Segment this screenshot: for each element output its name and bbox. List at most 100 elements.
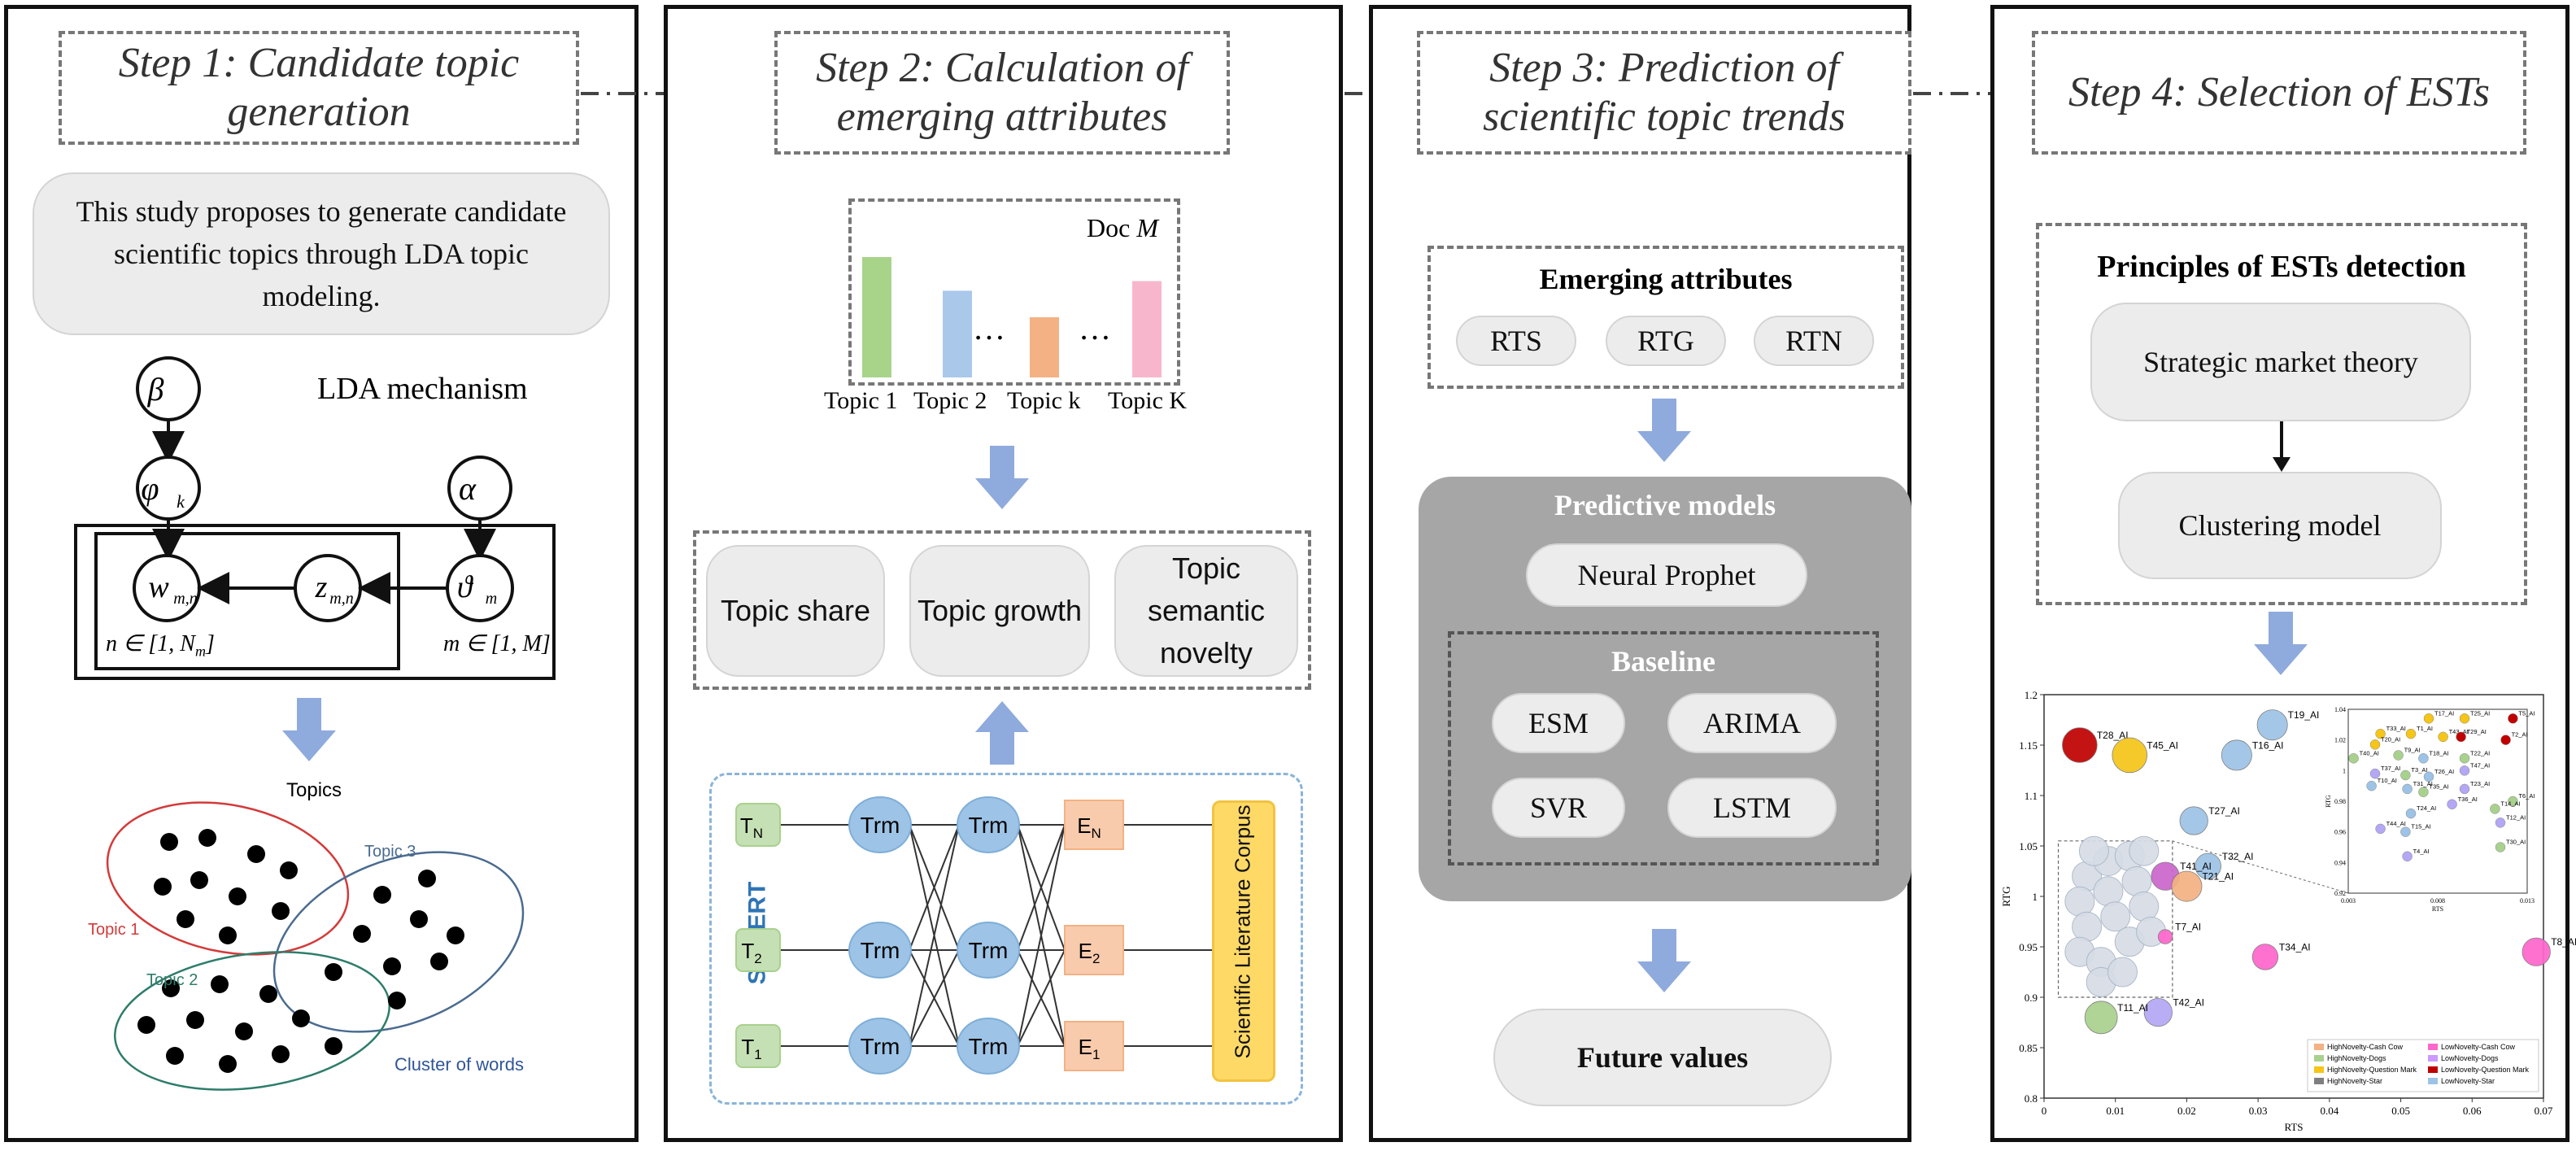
topic2-words	[137, 975, 342, 1073]
inset-point-label-T29_AI: T29_AI	[2467, 728, 2487, 735]
point-label-T11_AI: T11_AI	[2117, 1002, 2148, 1014]
principles-title: Principles of ESTs detection	[2097, 250, 2466, 284]
point-T7_AI	[2157, 929, 2173, 944]
inset-y-label: RTG	[2325, 795, 2332, 808]
topic-novelty-pill: Topic semantic novelty	[1114, 545, 1298, 677]
svg-text:ϑ⃗: ϑ⃗	[457, 570, 496, 604]
inset-point-T15_AI	[2400, 826, 2411, 837]
inset-point-label-T44_AI: T44_AI	[2386, 820, 2406, 827]
inset-point-label-T4_AI: T4_AI	[2413, 848, 2430, 855]
inset-point-T37_AI	[2369, 768, 2381, 779]
inset-x-tick: 0.013	[2520, 897, 2535, 905]
inset-point-T23_AI	[2459, 783, 2470, 795]
inset-point-label-T24_AI: T24_AI	[2417, 804, 2436, 812]
legend-label: LowNovelty-Question Mark	[2441, 1066, 2530, 1074]
legend-label: HighNovelty-Dogs	[2327, 1054, 2386, 1062]
corpus-label: Scientific Literature Corpus	[1230, 804, 1255, 1059]
trm-node-1-1: Trm	[957, 922, 1020, 979]
trm-node-0-1: Trm	[957, 796, 1020, 853]
inset-point-T17_AI	[2423, 713, 2434, 724]
output-token-0: TN	[735, 803, 781, 847]
y-tick-label: 1.05	[2019, 840, 2038, 852]
inset-point-label-T31_AI: T31_AI	[2413, 780, 2433, 787]
inset-x-label: RTS	[2432, 905, 2443, 913]
topic2-label: Topic 2	[146, 971, 198, 989]
inset-point-T24_AI	[2405, 808, 2417, 819]
x-tick-label: 0.04	[2320, 1105, 2338, 1117]
esm-pill: ESM	[1492, 693, 1625, 753]
principles-box	[2036, 223, 2527, 605]
inset-point-T29_AI	[2456, 731, 2466, 743]
legend-label: HighNovelty-Star	[2327, 1077, 2382, 1085]
point-T19_AI	[2256, 709, 2288, 741]
point-label-T45_AI: T45_AI	[2147, 739, 2178, 751]
inset-point-label-T35_AI: T35_AI	[2429, 783, 2448, 791]
inset-point-label-T18_AI: T18_AI	[2429, 749, 2448, 756]
inset-x-tick: 0.008	[2430, 897, 2445, 905]
inset-point-T36_AI	[2447, 799, 2457, 810]
inset-point-T25_AI	[2459, 713, 2470, 724]
future-values-pill: Future values	[1493, 1009, 1832, 1106]
inset-point-label-T3_AI: T3_AI	[2411, 766, 2427, 774]
x-tick-label: 0.01	[2106, 1105, 2125, 1117]
point-T8_AI	[2522, 937, 2551, 966]
legend-swatch	[2314, 1066, 2324, 1073]
step3-title: Step 3: Prediction of scientific topic t…	[1417, 31, 1911, 155]
inset-point-T2_AI	[2500, 735, 2511, 745]
attributes-box	[693, 530, 1311, 690]
y-tick-label: 0.8	[2025, 1092, 2038, 1105]
topic-bar-label-1: Topic 1	[824, 387, 898, 414]
point-label-T42_AI: T42_AI	[2173, 997, 2204, 1009]
point-T11_AI	[2084, 1001, 2118, 1035]
svg-text:β⃗: β⃗	[146, 371, 189, 408]
scibert-box	[709, 773, 1303, 1105]
point-T32_AI	[2195, 852, 2221, 880]
emerging-attributes-title: Emerging attributes	[1539, 263, 1793, 295]
dense-cluster-bubbles	[2064, 835, 2167, 997]
inset-point-label-T15_AI: T15_AI	[2411, 823, 2430, 831]
svg-text:z: z	[315, 570, 328, 604]
inset-point-label-T5_AI: T5_AI	[2518, 709, 2535, 717]
inset-point-label-T37_AI: T37_AI	[2381, 765, 2400, 772]
output-token-1: T2	[735, 928, 781, 972]
inset-point-T44_AI	[2375, 823, 2386, 835]
baseline-box	[1448, 631, 1879, 865]
inset-point-label-T33_AI: T33_AI	[2386, 725, 2406, 732]
y-tick-label: 0.95	[2019, 941, 2038, 953]
z-node	[294, 554, 362, 622]
doc-label: Doc M	[1087, 213, 1158, 242]
inset-y-tick: 0.96	[2334, 829, 2346, 836]
output-token-2: T1	[735, 1024, 781, 1068]
inset-point-T22_AI	[2459, 753, 2470, 764]
emerging-attributes-box	[1427, 246, 1904, 389]
bars-ellipsis-2: …	[1079, 310, 1111, 347]
svg-text:m,n: m,n	[329, 590, 353, 608]
y-tick-label: 1.2	[2025, 689, 2038, 701]
inset-point-label-T43_AI: T43_AI	[2449, 728, 2469, 735]
inset-point-label-T47_AI: T47_AI	[2470, 761, 2490, 769]
corpus-box	[1212, 800, 1275, 1082]
rtn-pill: RTN	[1754, 316, 1874, 366]
point-T34_AI	[2251, 944, 2279, 970]
inset-point-T6_AI	[2508, 796, 2518, 807]
inset-point-label-T22_AI: T22_AI	[2470, 749, 2490, 756]
point-T16_AI	[2221, 739, 2252, 771]
svg-text:w: w	[148, 570, 169, 604]
inset-point-label-T6_AI: T6_AI	[2518, 792, 2535, 800]
rtg-pill: RTG	[1606, 316, 1726, 366]
trm-node-0-0: Trm	[848, 796, 912, 853]
svg-text:TN: TN	[740, 813, 763, 841]
topic1-cluster	[106, 801, 350, 956]
step2-title: Step 2: Calculation of emerging attribut…	[774, 31, 1230, 155]
step1-title: Step 1: Candidate topic generation	[59, 31, 579, 145]
inset-y-tick: 1.04	[2334, 706, 2346, 713]
step1-down-arrow	[282, 698, 336, 761]
inset-point-label-T25_AI: T25_AI	[2470, 709, 2490, 717]
topic-clusters	[106, 801, 525, 1091]
trm-node-1-0: Trm	[848, 922, 912, 979]
svg-text:Trm: Trm	[969, 813, 1009, 838]
topic-share-pill: Topic share	[706, 545, 885, 677]
principles-arrow	[2273, 421, 2291, 472]
